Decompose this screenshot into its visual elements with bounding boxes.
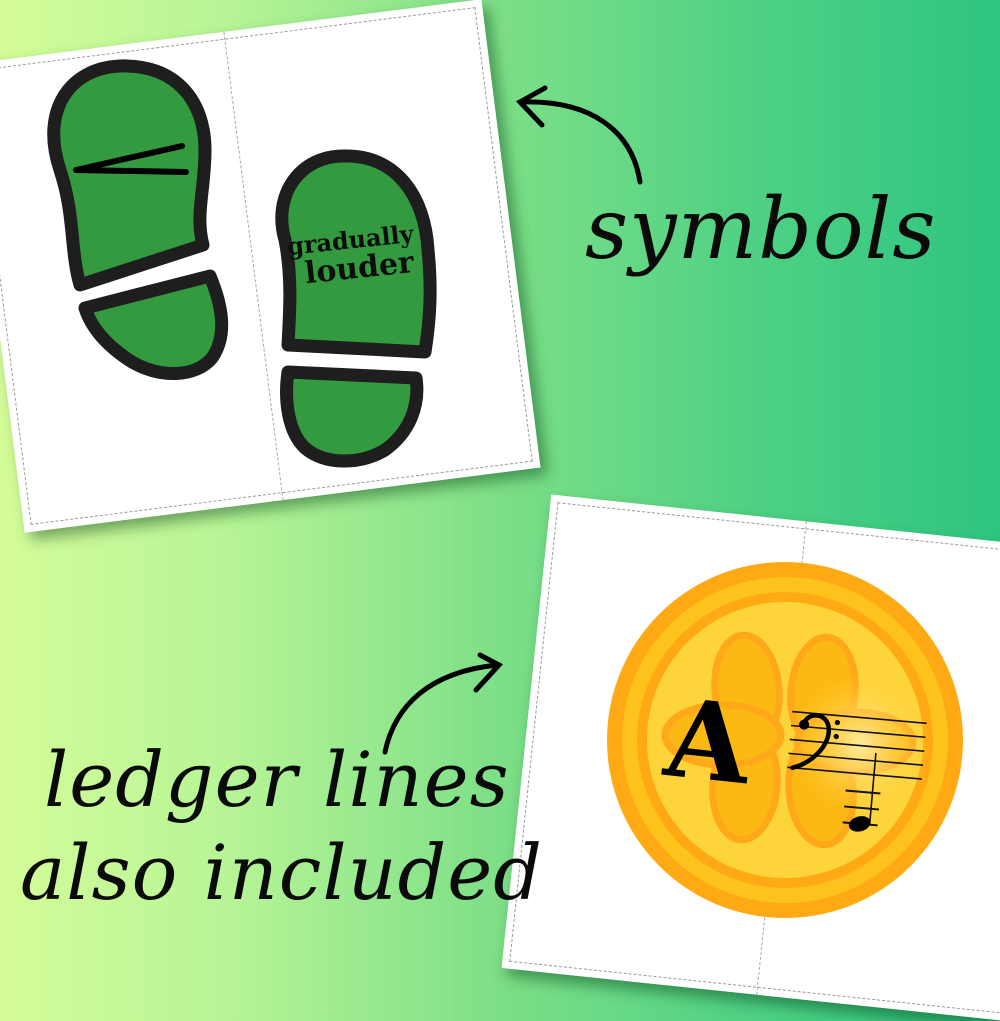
ledger-lines-label: ledger lines <box>44 735 510 824</box>
also-included-label: also included <box>20 828 543 917</box>
arrow-icon <box>515 85 643 185</box>
coin-card-bottom <box>501 494 1000 1021</box>
card-cut-line <box>0 7 533 525</box>
card-cut-line <box>509 502 1000 1014</box>
symbol-card-top <box>0 0 541 533</box>
symbols-label: symbols <box>585 180 937 278</box>
